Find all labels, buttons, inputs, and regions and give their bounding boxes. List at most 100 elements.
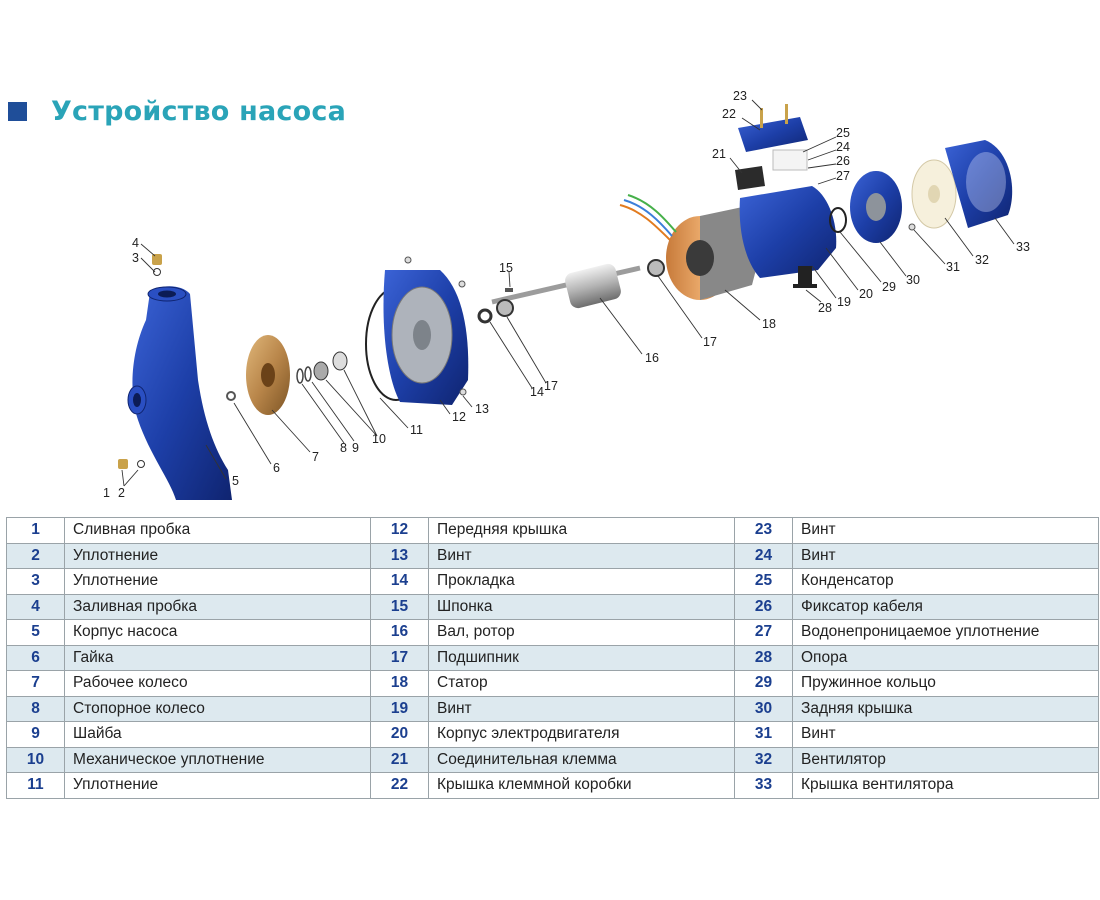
table-row: 7 Рабочее колесо 18 Статор 29 Пружинное … (6, 670, 1099, 697)
part-name: Вентилятор (792, 746, 1099, 773)
table-row: 2 Уплотнение 13 Винт 24 Винт (6, 542, 1099, 569)
part-name: Прокладка (428, 568, 735, 595)
callout-20: 20 (859, 287, 873, 301)
fan-cover-part (945, 140, 1013, 228)
part-number: 33 (734, 772, 793, 799)
part-name: Рабочее колесо (64, 670, 371, 697)
part-number: 28 (734, 644, 793, 671)
parts-legend-table: 1 Сливная пробка 12 Передняя крышка 23 В… (6, 517, 1099, 799)
callout-25: 25 (836, 126, 850, 140)
table-row: 5 Корпус насоса 16 Вал, ротор 27 Водонеп… (6, 619, 1099, 646)
part-number: 13 (370, 542, 429, 569)
callout-21: 21 (712, 147, 726, 161)
callout-18: 18 (762, 317, 776, 331)
callout-6: 6 (273, 461, 280, 475)
callout-28: 28 (818, 301, 832, 315)
part-name: Уплотнение (64, 568, 371, 595)
part-name: Водонепроницаемое уплотнение (792, 619, 1099, 646)
part-name: Сливная пробка (64, 517, 371, 544)
page-title: Устройство насоса (51, 96, 347, 127)
fan-part (911, 159, 957, 229)
callout-17a: 17 (544, 379, 558, 393)
title-bullet-square (8, 102, 27, 121)
terminal-box-part (735, 104, 808, 190)
part-number: 17 (370, 644, 429, 671)
part-name: Опора (792, 644, 1099, 671)
part-number: 22 (370, 772, 429, 799)
part-number: 7 (6, 670, 65, 697)
callout-17b: 17 (703, 335, 717, 349)
callout-19: 19 (837, 295, 851, 309)
table-row: 4 Заливная пробка 15 Шпонка 26 Фиксатор … (6, 593, 1099, 620)
part-number: 30 (734, 695, 793, 722)
part-name: Механическое уплотнение (64, 746, 371, 773)
part-number: 11 (6, 772, 65, 799)
bearing-part (477, 259, 665, 324)
part-number: 2 (6, 542, 65, 569)
part-number: 18 (370, 670, 429, 697)
callout-33: 33 (1016, 240, 1030, 254)
part-number: 1 (6, 517, 65, 544)
table-row: 8 Стопорное колесо 19 Винт 30 Задняя кры… (6, 695, 1099, 722)
callout-3: 3 (132, 251, 139, 265)
part-number: 19 (370, 695, 429, 722)
part-number: 16 (370, 619, 429, 646)
part-name: Винт (792, 721, 1099, 748)
part-number: 27 (734, 619, 793, 646)
part-name: Фиксатор кабеля (792, 593, 1099, 620)
callout-27: 27 (836, 169, 850, 183)
callout-11: 11 (410, 423, 423, 437)
part-number: 5 (6, 619, 65, 646)
part-number: 31 (734, 721, 793, 748)
part-name: Гайка (64, 644, 371, 671)
part-name: Корпус насоса (64, 619, 371, 646)
callout-1: 1 (103, 486, 110, 500)
table-row: 6 Гайка 17 Подшипник 28 Опора (6, 644, 1099, 671)
part-name: Крышка клеммной коробки (428, 772, 735, 799)
leader-lines (121, 99, 1015, 487)
callout-32: 32 (975, 253, 989, 267)
callout-2: 2 (118, 486, 125, 500)
callout-30: 30 (906, 273, 920, 287)
callout-31: 31 (946, 260, 960, 274)
motor-housing-part (739, 186, 837, 288)
front-cover-part (383, 256, 469, 405)
part-name: Заливная пробка (64, 593, 371, 620)
part-name: Шпонка (428, 593, 735, 620)
impeller-part (246, 335, 290, 415)
table-row: 10 Механическое уплотнение 21 Соединител… (6, 746, 1099, 773)
part-name: Винт (792, 517, 1099, 544)
shaft-rotor-part (491, 263, 641, 309)
part-name: Вал, ротор (428, 619, 735, 646)
part-number: 10 (6, 746, 65, 773)
drain-plug-part (118, 459, 145, 469)
filler-plug-part (152, 254, 162, 276)
part-name: Статор (428, 670, 735, 697)
callout-8: 8 (340, 441, 347, 455)
part-name: Уплотнение (64, 542, 371, 569)
callout-13: 13 (475, 402, 489, 416)
part-name: Уплотнение (64, 772, 371, 799)
table-row: 1 Сливная пробка 12 Передняя крышка 23 В… (6, 517, 1099, 544)
callout-5: 5 (232, 474, 239, 488)
callout-24: 24 (836, 140, 850, 154)
seal-rings-part (296, 351, 348, 384)
part-name: Задняя крышка (792, 695, 1099, 722)
part-number: 15 (370, 593, 429, 620)
callout-7: 7 (312, 450, 319, 464)
callout-12: 12 (452, 410, 466, 424)
part-name: Корпус электродвигателя (428, 721, 735, 748)
part-number: 32 (734, 746, 793, 773)
part-name: Винт (428, 542, 735, 569)
part-number: 4 (6, 593, 65, 620)
rear-cover-part (829, 171, 916, 243)
table-row: 3 Уплотнение 14 Прокладка 25 Конденсатор (6, 568, 1099, 595)
part-name: Пружинное кольцо (792, 670, 1099, 697)
part-number: 14 (370, 568, 429, 595)
pump-body-part (127, 286, 232, 500)
header: Устройство насоса (8, 96, 346, 127)
part-number: 24 (734, 542, 793, 569)
part-number: 21 (370, 746, 429, 773)
callout-4: 4 (132, 236, 139, 250)
part-name: Передняя крышка (428, 517, 735, 544)
